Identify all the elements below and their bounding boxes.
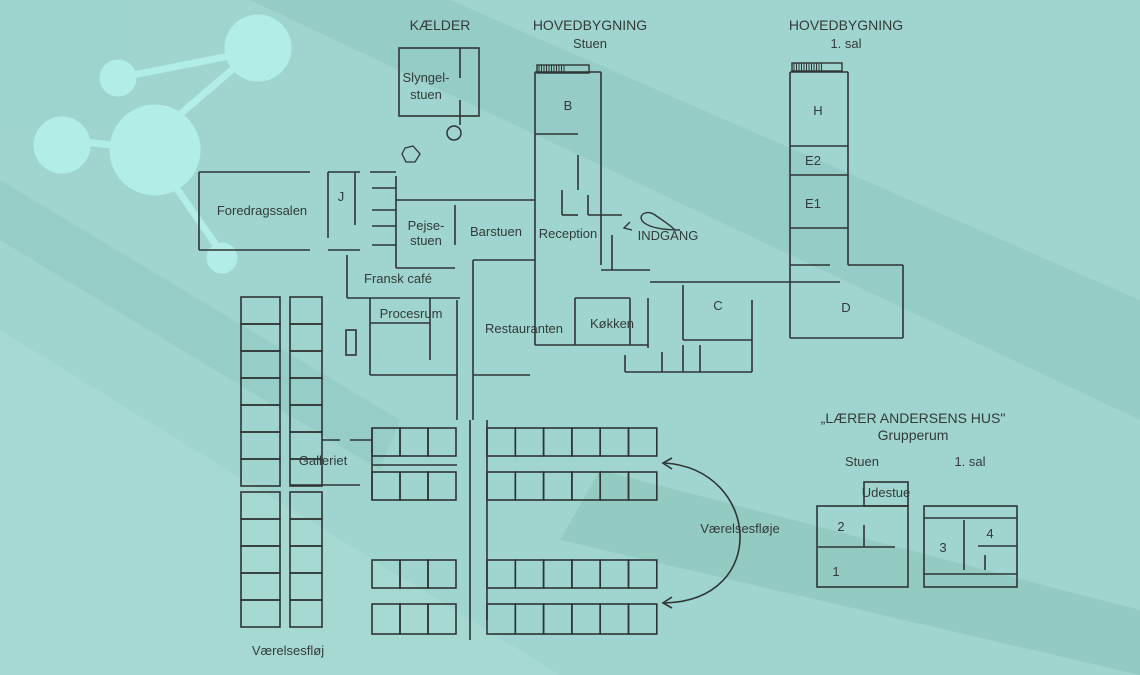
guest-room	[427, 603, 457, 635]
guest-room	[427, 427, 457, 457]
room-slyngelstuen-line2: stuen	[410, 87, 442, 102]
room-2: 2	[837, 519, 844, 534]
room-pejsestuen-line2: stuen	[410, 233, 442, 248]
subheading-1-sal: 1. sal	[830, 36, 861, 51]
walls	[198, 47, 1018, 640]
room-udestue: Udestue	[862, 485, 910, 500]
molecule-logo	[33, 14, 292, 274]
room-foredragssalen: Foredragssalen	[217, 203, 307, 218]
heading-hovedbygning-stuen: HOVEDBYGNING	[533, 17, 647, 33]
room-j: J	[338, 189, 345, 204]
entrance-arrow-icon	[640, 211, 681, 231]
subheading-grupperum: Grupperum	[878, 427, 949, 443]
room-1: 1	[832, 564, 839, 579]
room-kokken: Køkken	[590, 316, 634, 331]
room-fransk-cafe: Fransk café	[364, 271, 432, 286]
guest-room	[289, 599, 323, 628]
spiral-stair-icon	[446, 125, 462, 141]
guest-room	[427, 471, 457, 501]
room-restauranten: Restauranten	[485, 321, 563, 336]
wing-vaerelsesfloj: Værelsesfløj	[252, 643, 324, 658]
guest-room	[627, 603, 658, 635]
room-galleriet: Galleriet	[299, 453, 348, 468]
recycle-icon	[401, 145, 421, 163]
curved-arrow-icon	[664, 462, 741, 604]
guest-room	[427, 559, 457, 589]
guest-room	[289, 458, 323, 487]
room-reception: Reception	[539, 226, 598, 241]
room-e2: E2	[805, 153, 821, 168]
room-d: D	[841, 300, 850, 315]
room-pejsestuen: Pejse-	[408, 218, 445, 233]
room-procesrum: Procesrum	[380, 306, 443, 321]
laerer-stuen-label: Stuen	[845, 454, 879, 469]
entrance-label: INDGANG	[638, 228, 699, 243]
wing-vaerelsesfloje: Værelsesfløje	[700, 521, 779, 536]
guest-room	[627, 471, 658, 501]
guest-room	[240, 458, 281, 487]
guest-room	[627, 559, 658, 589]
room-slyngelstuen: Slyngel-	[403, 70, 450, 85]
room-3: 3	[939, 540, 946, 555]
laerer-1-sal-label: 1. sal	[954, 454, 985, 469]
room-c: C	[713, 298, 722, 313]
heading-kaelder: KÆLDER	[410, 17, 471, 33]
guest-room	[627, 427, 658, 457]
room-h: H	[813, 103, 822, 118]
room-e1: E1	[805, 196, 821, 211]
subheading-stuen: Stuen	[573, 36, 607, 51]
guest-room	[240, 599, 281, 628]
room-b: B	[564, 98, 573, 113]
room-barstuen: Barstuen	[470, 224, 522, 239]
heading-laerer-andersens-hus: „LÆRER ANDERSENS HUS"	[821, 410, 1006, 426]
room-4: 4	[986, 526, 993, 541]
heading-hovedbygning-1-sal: HOVEDBYGNING	[789, 17, 903, 33]
